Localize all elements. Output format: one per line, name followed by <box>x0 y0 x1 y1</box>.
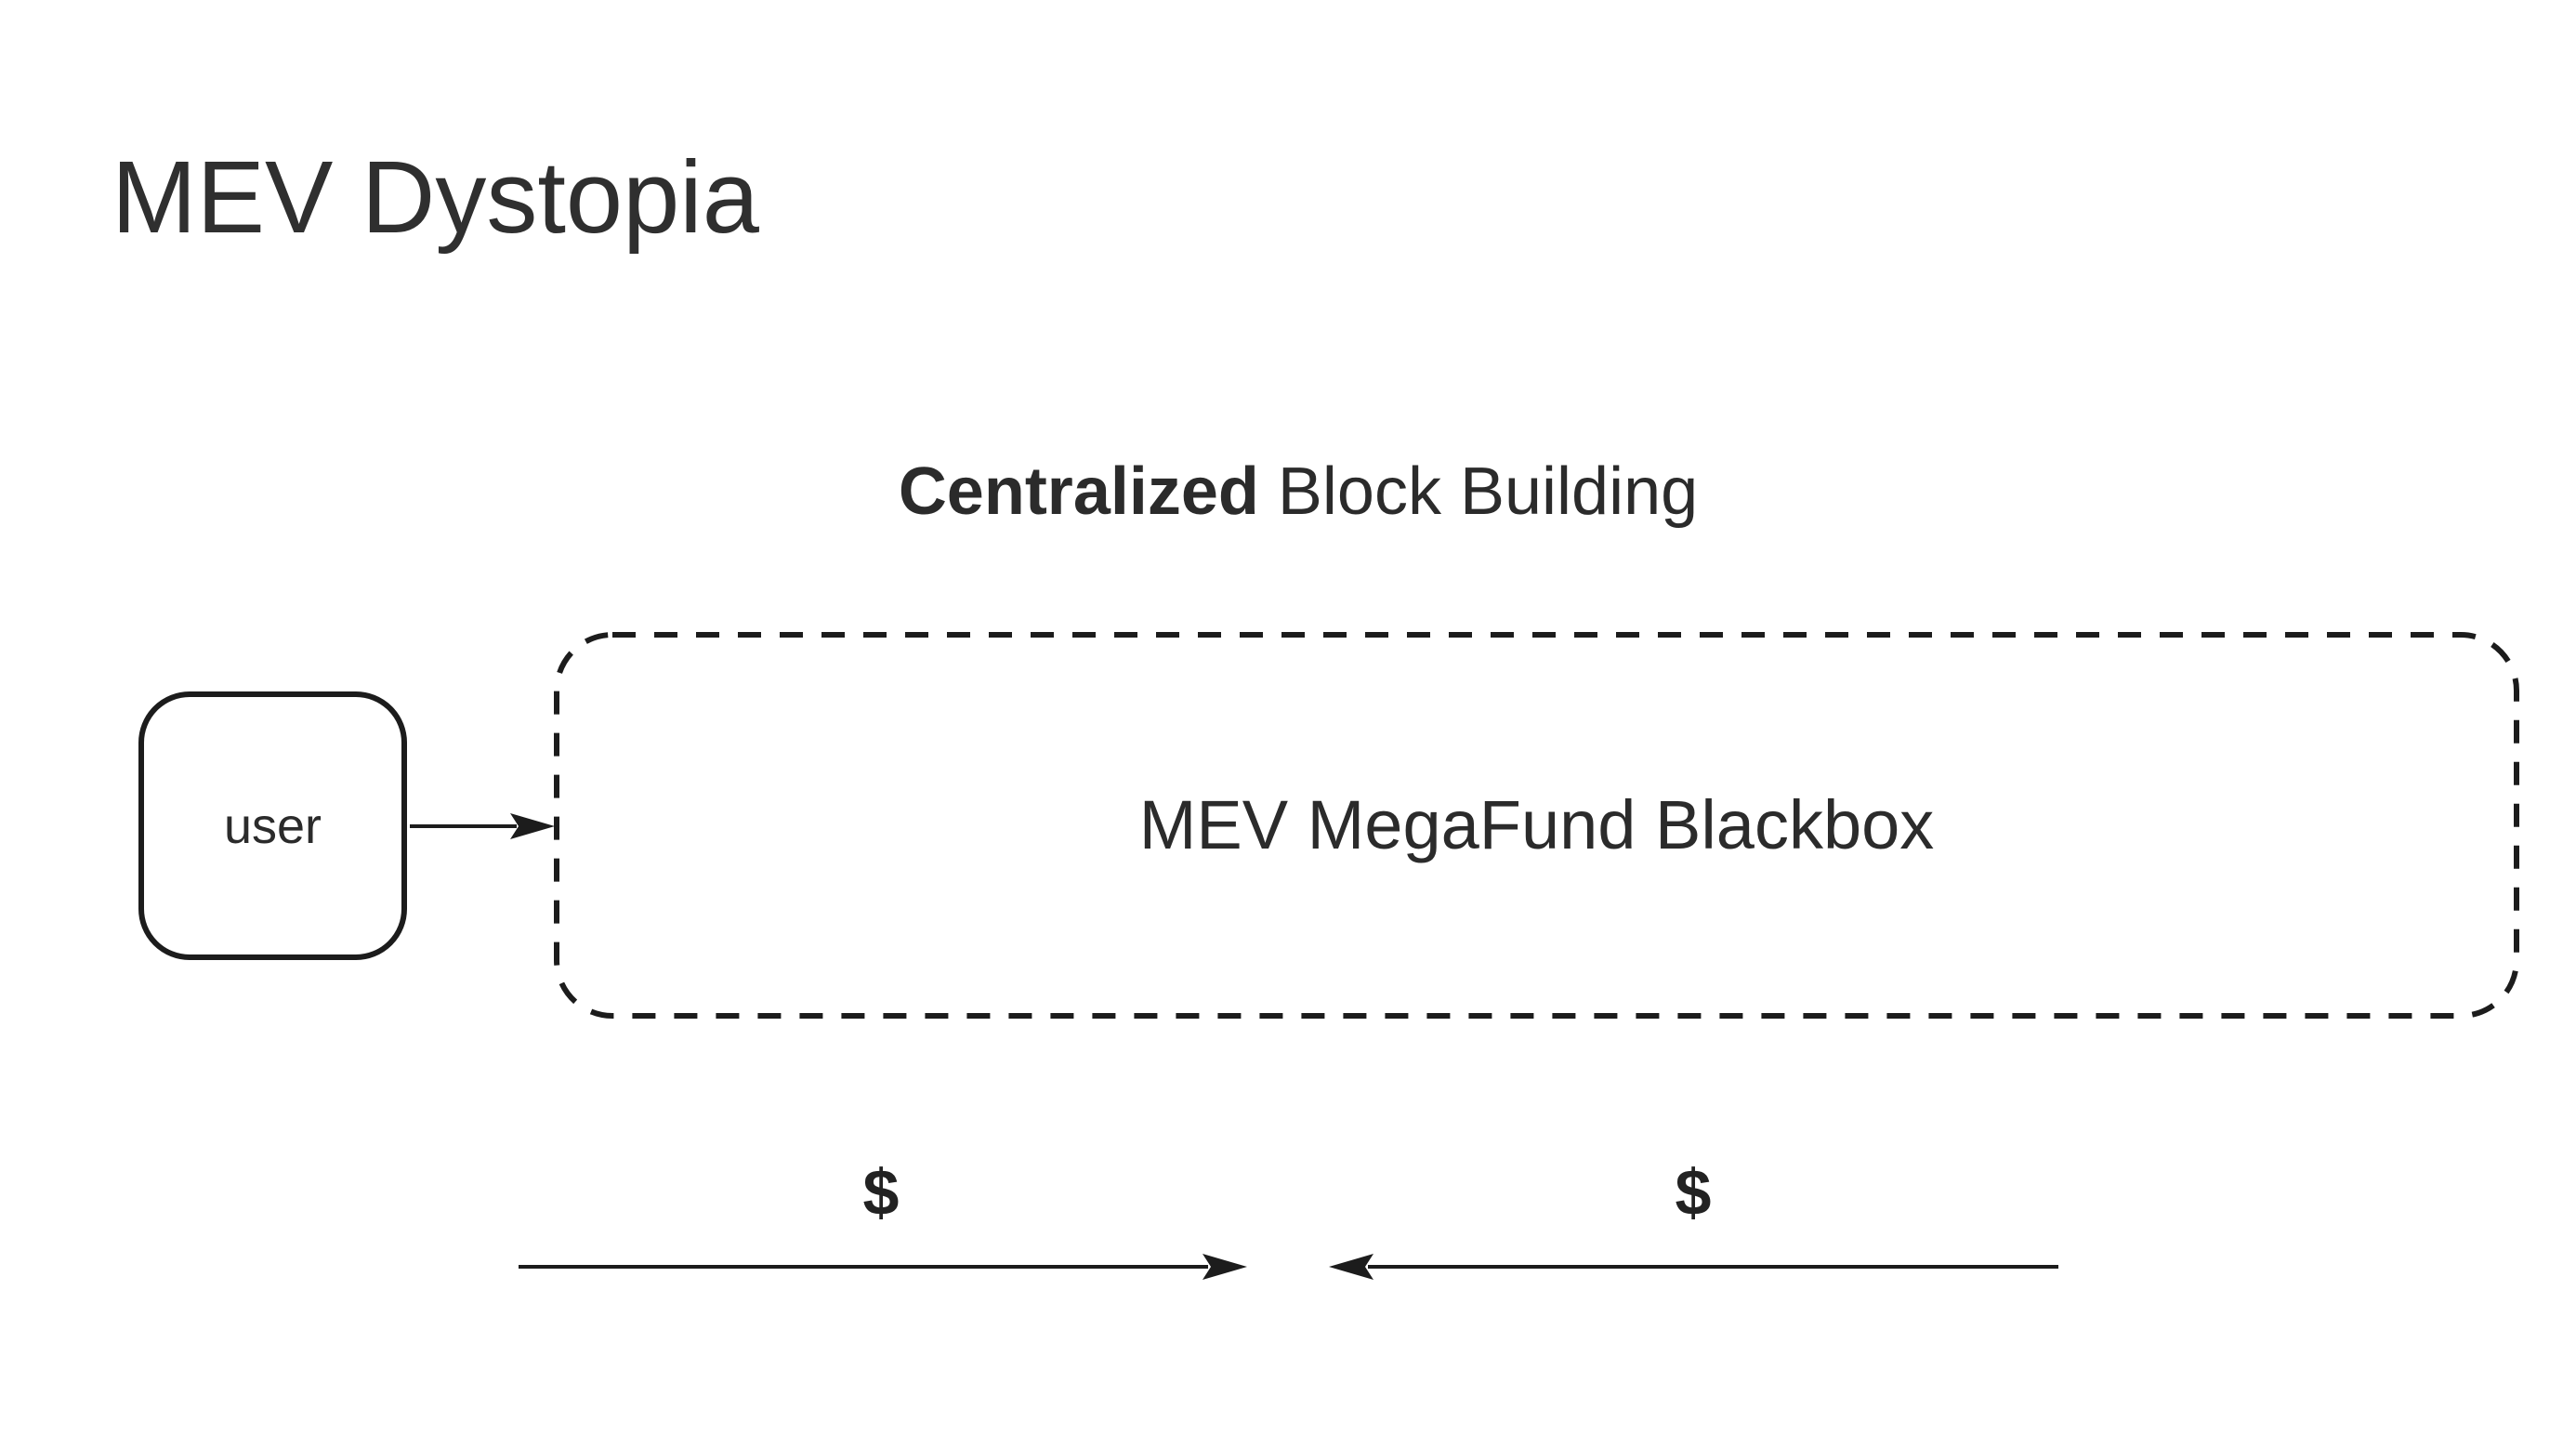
dollar-label-right: $ <box>1675 1156 1712 1229</box>
user-node-label: user <box>223 797 322 854</box>
blackbox-node-label: MEV MegaFund Blackbox <box>1138 786 1935 863</box>
payment-arrow-left <box>1329 1254 2058 1280</box>
diagram-heading: Centralized Block Building <box>10 458 2576 525</box>
heading-emphasis: Centralized <box>898 454 1259 529</box>
blackbox-node <box>554 632 2519 1019</box>
heading-rest: Block Building <box>1258 454 1699 529</box>
payment-arrow-right <box>519 1254 1247 1280</box>
user-node <box>138 691 407 960</box>
page-title: MEV Dystopia <box>112 140 759 255</box>
dollar-label-left: $ <box>862 1156 900 1229</box>
user-to-blackbox-arrow <box>410 813 555 839</box>
